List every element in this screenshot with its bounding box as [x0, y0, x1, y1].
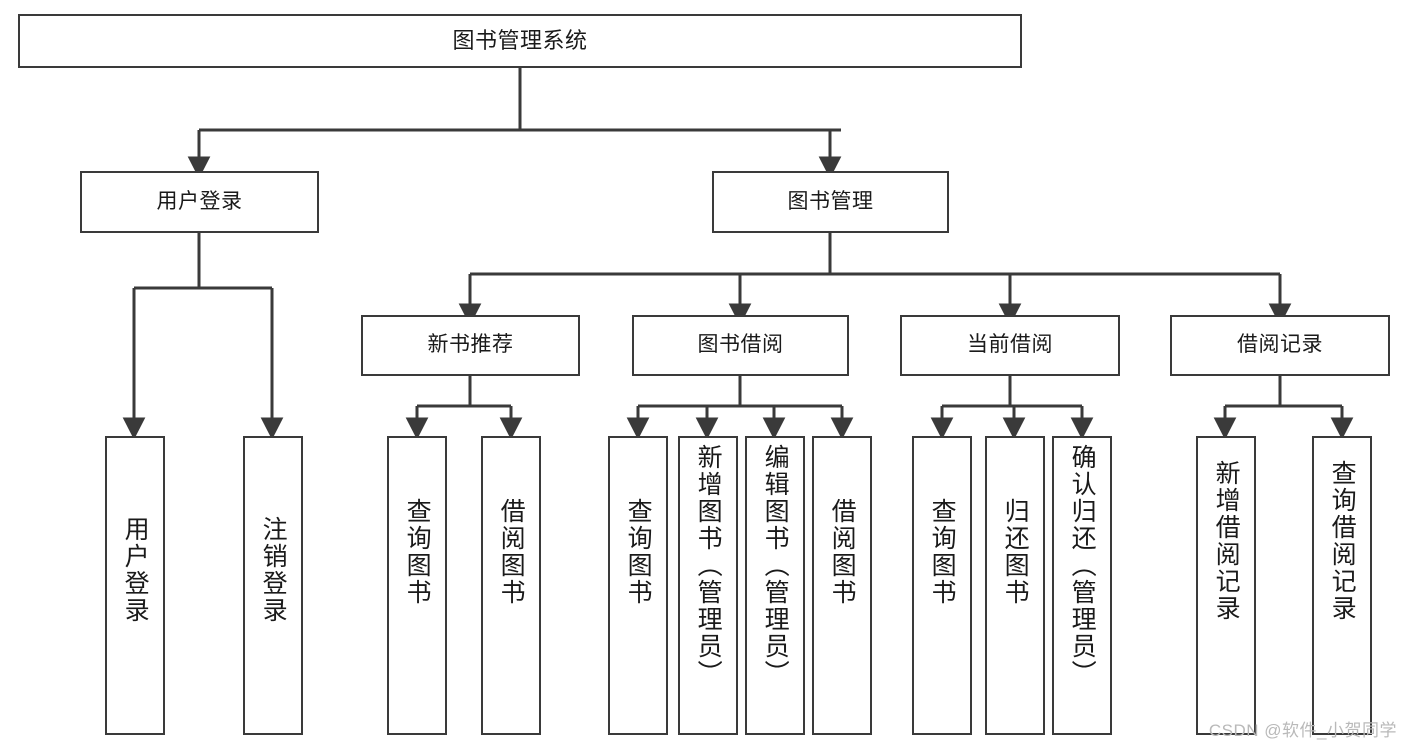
leaf-br-query-record[interactable]: 查询借阅记录: [1312, 436, 1372, 735]
node-label: 新书推荐: [427, 333, 514, 357]
node-root-system[interactable]: 图书管理系统: [18, 14, 1022, 68]
leaf-bb-borrow-book[interactable]: 借阅图书: [812, 436, 872, 735]
node-book-borrow[interactable]: 图书借阅: [632, 315, 849, 376]
node-label: 图书借阅: [697, 333, 784, 357]
node-book-management[interactable]: 图书管理: [712, 171, 949, 233]
watermark-text: CSDN @软件_小贺同学: [1208, 721, 1397, 740]
leaf-logout[interactable]: 注销登录: [243, 436, 303, 735]
node-label: 归还图书: [1001, 498, 1030, 606]
leaf-nb-query-book[interactable]: 查询图书: [387, 436, 447, 735]
leaf-nb-borrow-book[interactable]: 借阅图书: [481, 436, 541, 735]
leaf-cb-confirm-return-admin[interactable]: 确认归还（管理员）: [1052, 436, 1112, 735]
node-label: 用户登录: [156, 189, 243, 213]
node-label: 注销登录: [259, 516, 288, 624]
node-label: 图书管理系统: [452, 28, 588, 54]
node-label: 借阅图书: [497, 498, 526, 606]
node-label: 新增借阅记录: [1212, 460, 1241, 622]
node-label: 借阅图书: [828, 498, 857, 606]
node-label: 图书管理: [787, 189, 874, 213]
node-label: 查询图书: [928, 498, 957, 606]
leaf-cb-query-book[interactable]: 查询图书: [912, 436, 972, 735]
node-label: 确认归还（管理员）: [1068, 444, 1097, 687]
node-current-borrow[interactable]: 当前借阅: [900, 315, 1120, 376]
node-label: 编辑图书（管理员）: [761, 444, 790, 687]
node-label: 查询图书: [624, 498, 653, 606]
node-borrow-record[interactable]: 借阅记录: [1170, 315, 1390, 376]
node-label: 当前借阅: [967, 333, 1053, 357]
node-label: 查询图书: [403, 498, 432, 606]
leaf-br-add-record[interactable]: 新增借阅记录: [1196, 436, 1256, 735]
node-label: 新增图书（管理员）: [694, 444, 723, 687]
leaf-bb-add-book-admin[interactable]: 新增图书（管理员）: [678, 436, 738, 735]
node-user-login[interactable]: 用户登录: [80, 171, 319, 233]
node-new-book-recommend[interactable]: 新书推荐: [361, 315, 580, 376]
leaf-cb-return-book[interactable]: 归还图书: [985, 436, 1045, 735]
leaf-user-login[interactable]: 用户登录: [105, 436, 165, 735]
node-label: 查询借阅记录: [1328, 460, 1357, 622]
node-label: 借阅记录: [1237, 333, 1323, 357]
node-label: 用户登录: [121, 516, 150, 624]
leaf-bb-query-book[interactable]: 查询图书: [608, 436, 668, 735]
leaf-bb-edit-book-admin[interactable]: 编辑图书（管理员）: [745, 436, 805, 735]
